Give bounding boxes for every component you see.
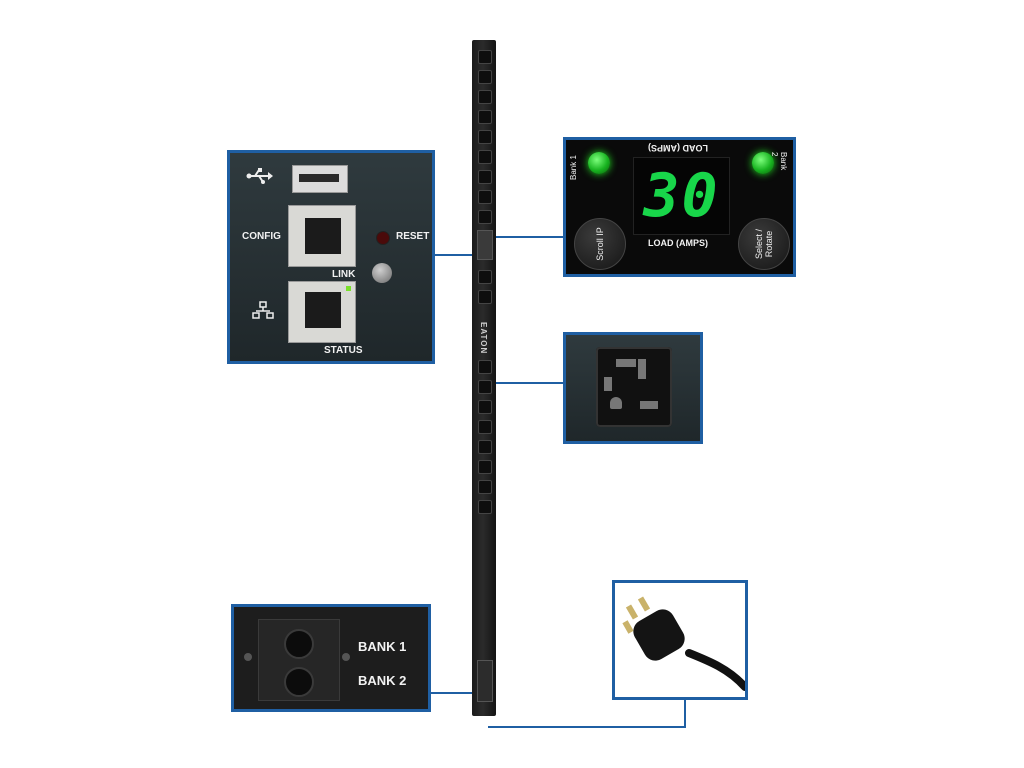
scroll-ip-label: Scroll IP: [595, 227, 605, 261]
power-plug-image: [619, 591, 745, 696]
pdu-strip: EATON: [472, 40, 496, 716]
link-label: LINK: [332, 269, 356, 280]
bank1-led: [588, 152, 610, 174]
load-label-top: LOAD (AMPS): [648, 143, 708, 153]
connector-display: [496, 236, 564, 238]
scroll-ip-button[interactable]: Scroll IP: [574, 218, 626, 270]
bank1-breaker[interactable]: [284, 629, 314, 659]
connector-plug-h: [488, 726, 686, 728]
pdu-brand-logo: EATON: [479, 322, 488, 355]
select-rotate-button[interactable]: Select / Rotate: [738, 218, 790, 270]
connector-breaker: [430, 692, 474, 694]
plug-panel: [612, 580, 748, 700]
load-readout: 30: [633, 157, 730, 235]
select-rotate-label: Select / Rotate: [754, 229, 774, 260]
pdu-network-module: [477, 230, 493, 260]
config-label: CONFIG: [242, 231, 281, 242]
usb-icon: [246, 167, 274, 190]
screw-left: [244, 653, 252, 661]
bank2-breaker[interactable]: [284, 667, 314, 697]
link-led: [372, 263, 392, 283]
reset-label: RESET: [396, 231, 430, 242]
bank2-breaker-label: BANK 2: [358, 673, 407, 688]
bank1-breaker-label: BANK 1: [358, 639, 407, 654]
reset-button[interactable]: [376, 231, 390, 245]
connector-network: [434, 254, 474, 256]
bank2-label: Bank 2: [770, 152, 788, 171]
bank2-led: [752, 152, 774, 174]
config-port[interactable]: [288, 205, 356, 267]
breaker-panel: BANK 1 BANK 2: [231, 604, 431, 712]
usb-port[interactable]: [292, 165, 348, 193]
outlet-receptacle: [596, 347, 672, 427]
bank1-label: Bank 1: [569, 155, 578, 180]
outlet-panel: [563, 332, 703, 444]
load-label-bottom: LOAD (AMPS): [648, 238, 708, 248]
connector-plug-v: [684, 698, 686, 728]
screw-right: [342, 653, 350, 661]
pdu-breaker-module: [477, 660, 493, 702]
network-icon: [252, 301, 274, 324]
status-label: STATUS: [324, 345, 363, 356]
connector-outlet: [496, 382, 564, 384]
network-panel: CONFIG RESET LINK STATUS: [227, 150, 435, 364]
network-port[interactable]: [288, 281, 356, 343]
